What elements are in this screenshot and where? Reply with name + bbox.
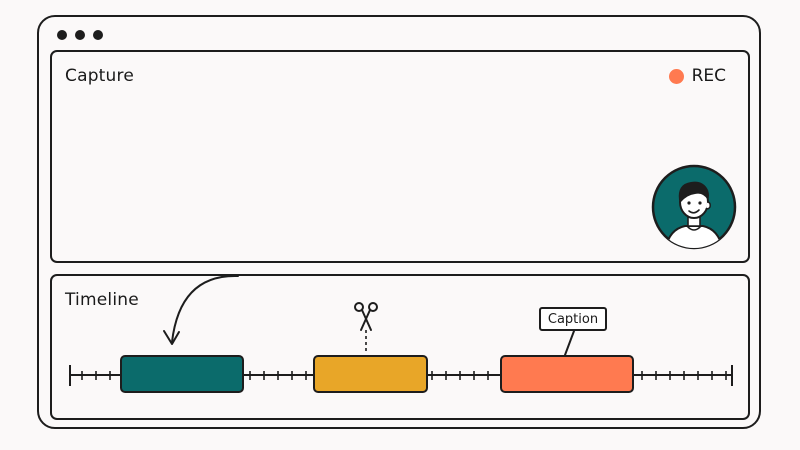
window-dot-2[interactable]	[75, 30, 85, 40]
rec-label: REC	[691, 66, 726, 86]
window-dot-3[interactable]	[93, 30, 103, 40]
timeline-clip-orange[interactable]	[500, 355, 634, 393]
caption-label[interactable]: Caption	[539, 307, 607, 331]
capture-title: Capture	[65, 66, 134, 86]
webcam-avatar[interactable]	[651, 164, 737, 250]
scissors-icon[interactable]	[354, 302, 378, 331]
rec-indicator[interactable]: REC	[668, 66, 726, 86]
window-controls[interactable]	[57, 30, 103, 40]
app-window: Capture REC	[37, 15, 761, 429]
curved-arrow-icon	[163, 274, 239, 345]
caption-pointer	[564, 330, 575, 356]
timeline-clip-teal[interactable]	[120, 355, 244, 393]
timeline-title: Timeline	[65, 290, 139, 310]
timeline-track[interactable]	[52, 274, 752, 422]
timeline-clip-yellow[interactable]	[313, 355, 428, 393]
rec-dot-icon	[668, 68, 684, 84]
timeline-panel: Timeline	[50, 274, 750, 420]
window-dot-1[interactable]	[57, 30, 67, 40]
capture-panel: Capture REC	[50, 50, 750, 263]
